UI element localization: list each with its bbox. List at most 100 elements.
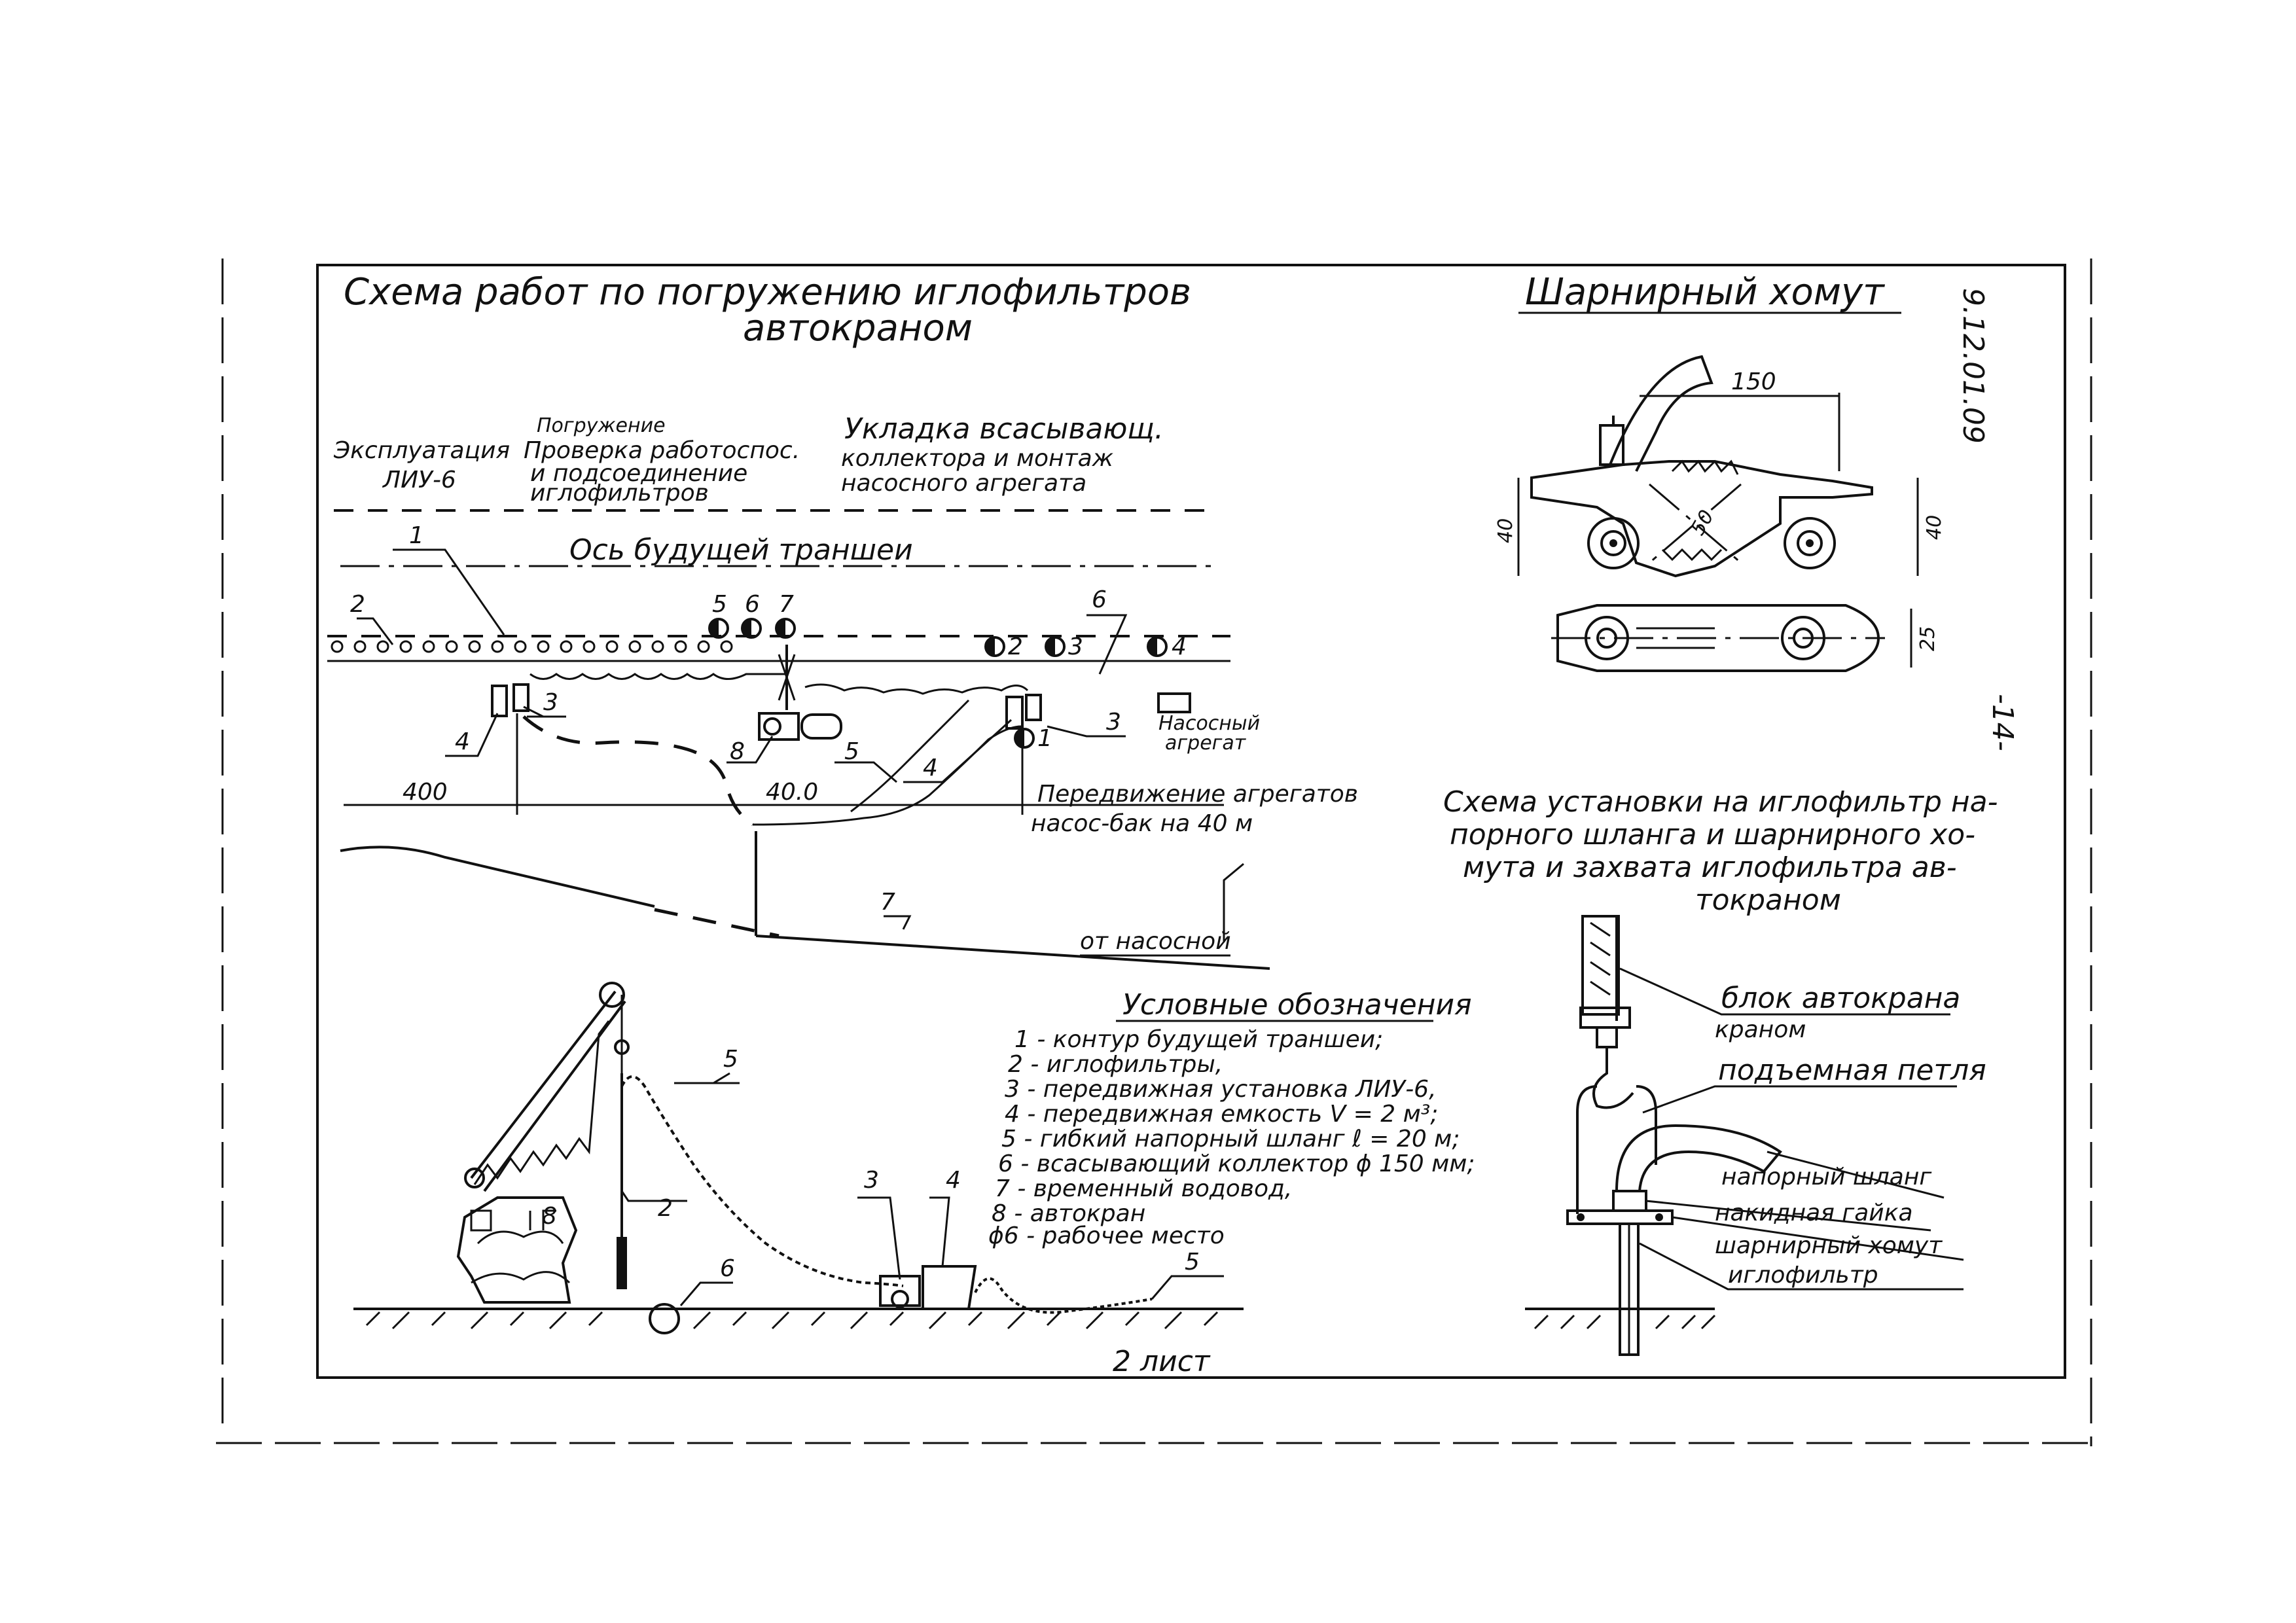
leader-1 [393, 548, 505, 635]
clamp-dim-40-right: 40 [1923, 515, 1946, 540]
clamp-handle [1609, 355, 1713, 472]
install-title-1: Схема установки на иглофильтр на- [1443, 785, 1998, 819]
stage-3-line3: насосного агрегата [841, 470, 1086, 497]
embankment-dashed [654, 908, 780, 938]
scheme-title-line1: Схема работ по погружению иглофильтров [344, 271, 1191, 313]
callout-crane-block: блок автокрана [1721, 982, 1960, 1015]
install-title-2: порного шланга и шарнирного хо- [1450, 818, 1975, 851]
marker-4b: 4 [1172, 633, 1187, 660]
legend: Условные обозначения 1 - контур будущей … [988, 988, 1475, 1249]
clamp-dim-50: 50 [1687, 506, 1719, 539]
pump-label-2: агрегат [1165, 732, 1247, 755]
install-title-3: мута и захвата иглофильтра ав- [1463, 851, 1957, 884]
move-note-2: насос-бак на 40 м [1031, 810, 1253, 837]
clamp-title: Шарнирный хомут [1525, 271, 1885, 313]
marker-4c: 4 [923, 755, 938, 781]
wellpoints-row [331, 640, 733, 653]
leader-3b [1047, 725, 1126, 738]
marker-3a: 3 [543, 689, 558, 716]
lifting-loop [1576, 1085, 1657, 1214]
marker-7-top: 7 [779, 591, 794, 618]
pipe-bend [1223, 863, 1244, 942]
hose-wavy-bottom [752, 725, 1022, 826]
crane-elevation: 8 2 5 3 4 5 6 [353, 982, 1244, 1334]
marker-8: 8 [730, 738, 745, 765]
hose-wave-top [804, 683, 1029, 695]
marker-1b: 1 [1037, 725, 1052, 752]
collector-hose [529, 673, 785, 680]
marker-6-ground: 6 [720, 1255, 735, 1282]
drawing-code: 9.12.01.09 [1956, 288, 1990, 444]
marker-6: 6 [1092, 586, 1107, 613]
stage-1-line1: Эксплуатация [333, 437, 510, 464]
stage-2-line3: и подсоединение [530, 460, 747, 487]
marker-5: 5 [844, 738, 859, 765]
marker-8-crane: 8 [542, 1203, 557, 1230]
pump-label-1: Насосный [1158, 712, 1260, 735]
dim-40: 40.0 [766, 779, 818, 806]
liu-unit-right [1025, 694, 1042, 721]
leader-3a [523, 705, 544, 718]
hose-dashed [522, 715, 754, 827]
legend-item-3: 3 - передвижная установка ЛИУ-6, [1005, 1076, 1437, 1103]
liu-unit-left [512, 683, 529, 712]
marker-3c: 3 [1106, 709, 1121, 736]
legend-item-2: 2 - иглофильтры, [1008, 1051, 1223, 1078]
callout-union-nut: накидная гайка [1715, 1200, 1913, 1226]
install-title-4: токраном [1695, 883, 1841, 917]
installation-scheme: Схема установки на иглофильтр на- порног… [1443, 785, 1998, 1356]
stage-2-line4: иглофильтров [530, 480, 709, 507]
legend-item-4: 4 - передвижная емкость V = 2 м³; [1005, 1101, 1438, 1128]
callout-hinged-clamp: шарнирный хомут [1715, 1232, 1943, 1259]
legend-title: Условные обозначения [1122, 988, 1472, 1022]
leader-5 [834, 761, 897, 783]
leader-8 [726, 736, 774, 764]
stage-2-line2: Проверка работоспос. [524, 437, 800, 464]
crane-hook [1592, 1047, 1634, 1109]
crane-body [456, 1196, 578, 1304]
marker-3-crane: 3 [864, 1167, 879, 1194]
marker-2-crane: 2 [658, 1195, 673, 1222]
callout-wellpoint: иглофильтр [1728, 1262, 1878, 1289]
ground-hatch [365, 1311, 1219, 1330]
marker-5-crane: 5 [723, 1046, 738, 1073]
legend-item-8: 8 - автокран [992, 1200, 1145, 1227]
marker-5-top: 5 [712, 591, 727, 618]
pressure-hose-elevation [620, 1075, 904, 1287]
stage-1-line2: ЛИУ-6 [382, 467, 456, 493]
marker-5-ground: 5 [1185, 1249, 1200, 1275]
page-mark: -14- [1986, 694, 2019, 751]
marker-4-crane: 4 [946, 1167, 961, 1194]
marker-3b: 3 [1068, 633, 1083, 660]
drawing-frame [316, 264, 2066, 1379]
scheme-title-line2: автокраном [743, 307, 973, 349]
legend-item-1: 1 - контур будущей траншеи; [1014, 1026, 1383, 1053]
leader-6 [1086, 614, 1128, 675]
leader-4a [445, 713, 499, 757]
marker-2: 2 [350, 591, 365, 618]
marker-6-top: 6 [745, 591, 760, 618]
legend-item-7: 7 - временный водовод, [995, 1175, 1292, 1202]
leader-2 [357, 617, 394, 645]
clamp-body [1530, 460, 1873, 578]
leader-4b [903, 719, 1013, 783]
workplace-markers [708, 618, 1168, 749]
legend-item-6: 6 - всасывающий коллектор ϕ 150 мм; [998, 1150, 1475, 1177]
tank-unit-left [491, 685, 508, 717]
move-note-1: Передвижение агрегатов [1037, 781, 1358, 808]
union-nut [1612, 1190, 1647, 1212]
crane-pulley [599, 982, 625, 1008]
pump-unit-icon [1157, 692, 1191, 713]
pressure-hose [1615, 1124, 1782, 1192]
sheet-number: 2 лист [1113, 1345, 1211, 1378]
legend-item-9: ϕ6 - рабочее место [988, 1222, 1225, 1249]
marker-2b: 2 [1008, 633, 1023, 660]
clamp-dim-25: 25 [1916, 626, 1939, 651]
crane-block [1581, 915, 1620, 1016]
leader-7 [884, 915, 912, 930]
clamp-dim-40-left: 40 [1494, 518, 1517, 543]
trench-axis-label: Ось будущей траншеи [569, 533, 913, 567]
marker-4a: 4 [455, 728, 470, 755]
hose-wavy-mid [850, 699, 970, 813]
